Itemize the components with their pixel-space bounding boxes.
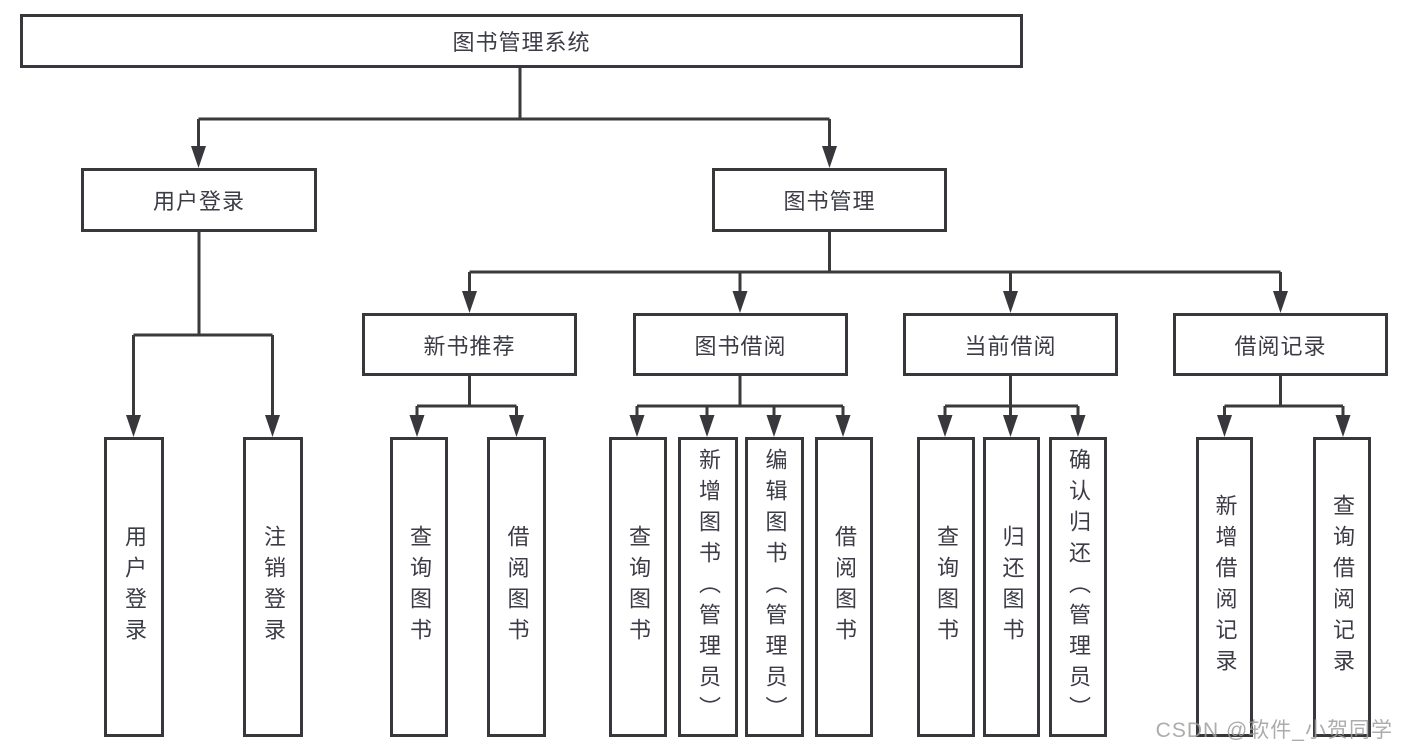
node-user-login-group: 用户登录: [81, 168, 317, 232]
node-leaf-user-login-label: 用户登录: [122, 525, 147, 649]
node-book-borrow-label: 图书借阅: [694, 333, 787, 359]
node-leaf-cb-return-books: 归还图书: [983, 437, 1040, 737]
node-leaf-br-add-record-label: 新增借阅记录: [1212, 494, 1238, 680]
node-book-borrow: 图书借阅: [633, 313, 848, 376]
node-current-borrow-label: 当前借阅: [964, 333, 1057, 359]
node-book-management-system-label: 图书管理系统: [452, 30, 591, 55]
node-leaf-bb-query-books: 查询图书: [609, 437, 667, 737]
node-new-book-recommend-label: 新书推荐: [423, 333, 516, 359]
node-user-login-group-label: 用户登录: [152, 189, 245, 214]
node-leaf-nbr-borrow-books-label: 借阅图书: [504, 525, 530, 649]
node-current-borrow: 当前借阅: [903, 313, 1118, 376]
node-leaf-bb-edit-books: 编辑图书（管理员）: [745, 437, 804, 737]
node-leaf-nbr-query-books: 查询图书: [390, 437, 448, 737]
node-book-management: 图书管理: [712, 168, 947, 232]
node-leaf-bb-add-books: 新增图书（管理员）: [678, 437, 738, 737]
node-leaf-cb-confirm-return: 确认归还（管理员）: [1049, 437, 1107, 737]
node-leaf-bb-edit-books-label: 编辑图书（管理员）: [762, 447, 788, 727]
node-leaf-br-add-record: 新增借阅记录: [1196, 437, 1253, 737]
node-leaf-cb-query-books-label: 查询图书: [934, 525, 959, 649]
node-leaf-cb-return-books-label: 归还图书: [999, 525, 1025, 649]
node-leaf-bb-borrow-books: 借阅图书: [815, 437, 873, 737]
node-leaf-br-query-record: 查询借阅记录: [1313, 437, 1371, 737]
node-leaf-cb-query-books: 查询图书: [917, 437, 975, 737]
node-leaf-logout-label: 注销登录: [261, 525, 286, 649]
node-leaf-bb-query-books-label: 查询图书: [626, 525, 651, 649]
node-new-book-recommend: 新书推荐: [362, 313, 577, 376]
node-borrow-records: 借阅记录: [1173, 313, 1388, 376]
node-book-management-system: 图书管理系统: [20, 14, 1023, 68]
node-leaf-cb-confirm-return-label: 确认归还（管理员）: [1066, 447, 1091, 727]
node-book-management-label: 图书管理: [783, 189, 876, 214]
node-leaf-br-query-record-label: 查询借阅记录: [1330, 494, 1355, 680]
node-borrow-records-label: 借阅记录: [1234, 333, 1327, 359]
node-leaf-nbr-query-books-label: 查询图书: [407, 525, 432, 649]
node-leaf-bb-add-books-label: 新增图书（管理员）: [696, 447, 721, 727]
node-leaf-bb-borrow-books-label: 借阅图书: [832, 525, 857, 649]
node-leaf-user-login: 用户登录: [104, 437, 164, 737]
node-leaf-nbr-borrow-books: 借阅图书: [487, 437, 546, 737]
node-leaf-logout: 注销登录: [243, 437, 303, 737]
